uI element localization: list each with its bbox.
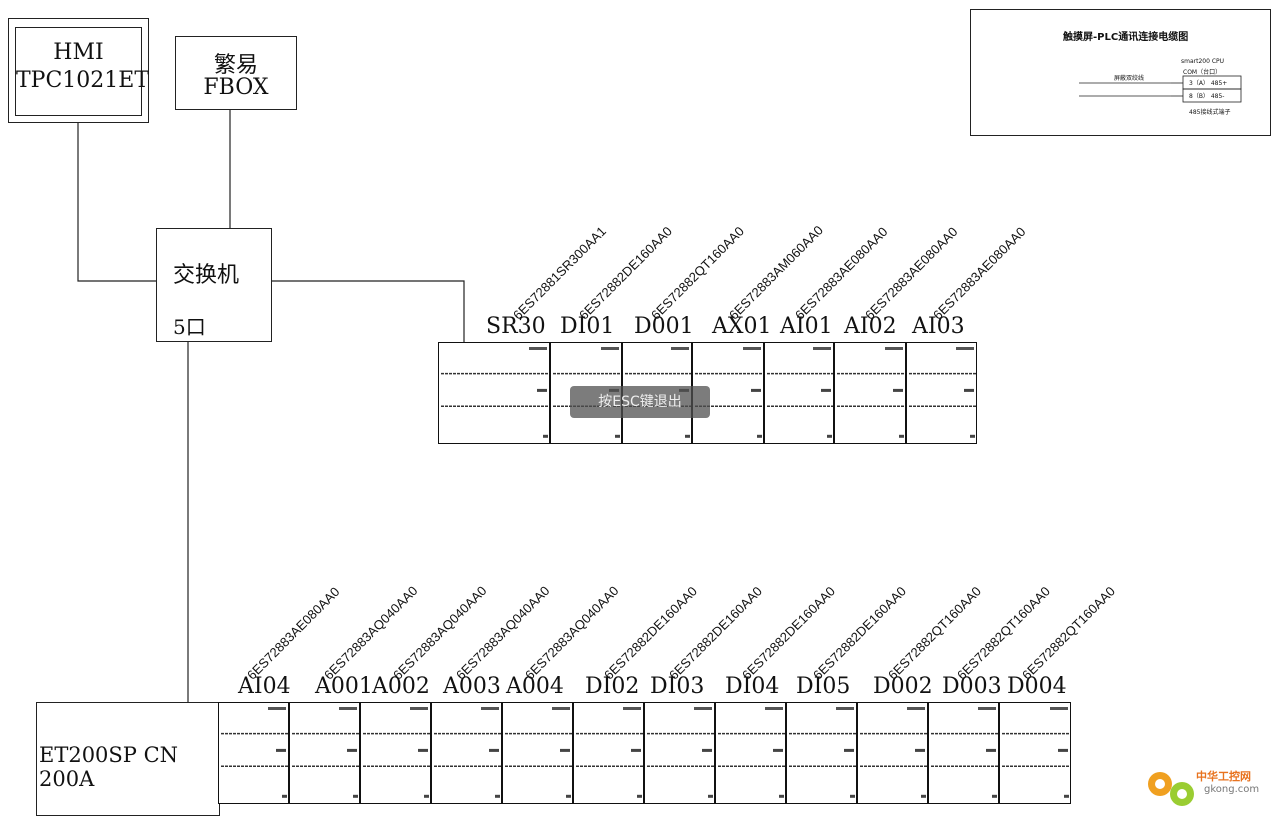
bottom-rack-module-ai04 — [218, 702, 289, 804]
bottom-rack-label-di03: DI03 — [650, 674, 705, 699]
top-rack-label-di01: DI01 — [560, 314, 615, 339]
bottom-rack-module-d002 — [857, 702, 928, 804]
bottom-rack-label-a002: A002 — [372, 674, 430, 699]
bottom-rack-label-di05: DI05 — [796, 674, 851, 699]
switch-box: 交换机 5口 — [156, 228, 272, 342]
module-detail — [576, 707, 643, 798]
module-detail — [931, 707, 998, 798]
bottom-rack-label-ai04: AI04 — [238, 674, 291, 699]
legend-box: 触摸屏-PLC通讯连接电缆图 smart200 CPU COM（台口） 屏蔽双绞… — [970, 9, 1271, 136]
top-rack-module-ai03 — [906, 342, 977, 444]
bottom-rack-module-a003 — [431, 702, 502, 804]
legend-cpu-header2: COM（台口） — [1183, 69, 1222, 76]
module-detail — [695, 347, 763, 438]
et200-label: ET200SP CN 200A — [39, 743, 179, 791]
legend-row2: 8（B） 485- — [1189, 93, 1225, 100]
gear-icon — [1148, 772, 1194, 806]
module-detail — [363, 707, 430, 798]
top-rack-label-ax01: AX01 — [712, 314, 772, 339]
fbox-brand: 繁易 — [213, 53, 258, 78]
top-rack-module-ai02 — [834, 342, 906, 444]
et200-box: ET200SP CN 200A — [36, 702, 220, 816]
bottom-rack-label-a004: A004 — [506, 674, 564, 699]
bottom-rack-module-d004 — [999, 702, 1071, 804]
bottom-rack-label-d003: D003 — [942, 674, 1002, 699]
top-rack-label-sr30: SR30 — [486, 314, 546, 339]
module-detail — [789, 707, 856, 798]
hmi-model: TPC1021ET — [16, 68, 150, 93]
top-rack-label-d001: D001 — [634, 314, 694, 339]
bottom-rack-module-a004 — [502, 702, 573, 804]
legend-row1: 3（A） 485+ — [1189, 80, 1228, 87]
module-detail — [647, 707, 714, 798]
legend-cable-label: 屏蔽双绞线 — [1114, 75, 1145, 82]
bottom-rack-module-d003 — [928, 702, 999, 804]
bottom-rack-module-di05 — [786, 702, 857, 804]
fbox-box: 繁易 FBOX — [175, 36, 297, 110]
top-rack-module-ai01 — [764, 342, 834, 444]
module-detail — [434, 707, 501, 798]
bottom-rack-label-d004: D004 — [1007, 674, 1067, 699]
legend-lines — [1079, 75, 1242, 103]
module-detail — [441, 347, 549, 438]
hmi-inner: HMI TPC1021ET — [15, 27, 150, 116]
module-detail — [292, 707, 359, 798]
fbox-model: FBOX — [203, 75, 269, 100]
exit-hint-text: 按ESC键退出 — [598, 394, 682, 410]
switch-ports: 5口 — [173, 315, 206, 339]
top-rack-label-ai02: AI02 — [844, 314, 897, 339]
module-detail — [505, 707, 572, 798]
bottom-rack-label-di02: DI02 — [585, 674, 640, 699]
bottom-rack-module-di02 — [573, 702, 644, 804]
watermark-url: gkong.com — [1204, 784, 1260, 795]
module-detail — [860, 707, 927, 798]
bottom-rack-label-d002: D002 — [873, 674, 933, 699]
top-rack-label-ai01: AI01 — [780, 314, 833, 339]
watermark: 中华工控网 gkong.com — [1140, 762, 1276, 814]
top-rack-label-ai03: AI03 — [912, 314, 965, 339]
bottom-rack-module-di03 — [644, 702, 715, 804]
switch-title: 交换机 — [173, 263, 240, 288]
module-detail — [909, 347, 976, 438]
bottom-rack-module-a002 — [360, 702, 431, 804]
bottom-rack-module-a001 — [289, 702, 360, 804]
bottom-rack-module-di04 — [715, 702, 786, 804]
module-detail — [837, 347, 905, 438]
legend-title: 触摸屏-PLC通讯连接电缆图 — [1063, 32, 1189, 43]
bottom-rack-label-a001: A001 — [315, 674, 373, 699]
watermark-title: 中华工控网 — [1196, 770, 1251, 783]
module-detail — [718, 707, 785, 798]
top-rack-module-sr30 — [438, 342, 550, 444]
hmi-box: HMI TPC1021ET — [8, 18, 149, 123]
bottom-rack-label-a003: A003 — [443, 674, 501, 699]
legend-footer: 485接线式端子 — [1189, 109, 1231, 116]
module-detail — [1002, 707, 1070, 798]
module-detail — [767, 347, 833, 438]
hmi-title: HMI — [53, 40, 104, 65]
bottom-rack-label-di04: DI04 — [725, 674, 780, 699]
exit-fullscreen-hint[interactable]: 按ESC键退出 — [570, 386, 710, 418]
legend-cpu-header1: smart200 CPU — [1181, 58, 1225, 65]
module-detail — [221, 707, 288, 798]
